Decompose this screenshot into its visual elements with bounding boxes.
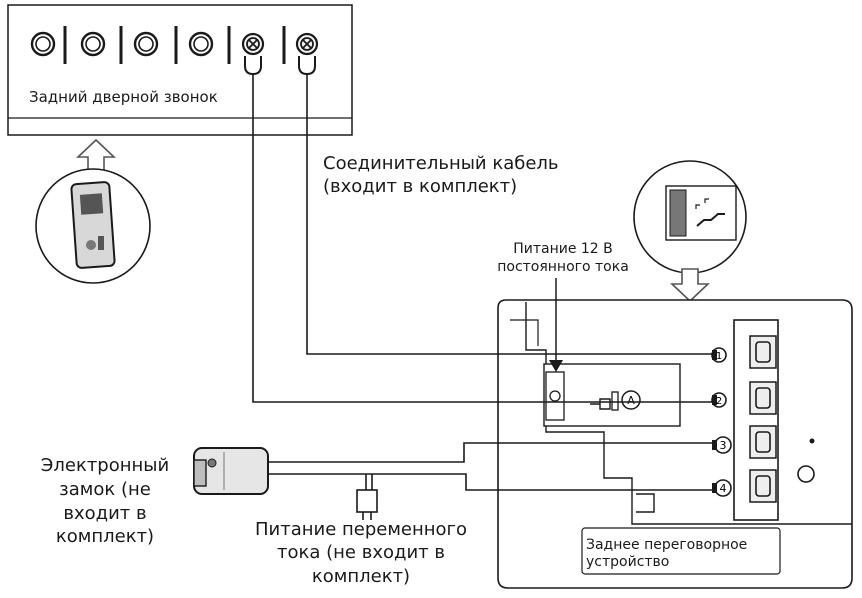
intercom-thumbnail [633, 160, 747, 274]
screw-terminal-right [295, 32, 319, 56]
intercom-terminal-3 [712, 436, 732, 454]
down-arrow-icon [669, 268, 711, 303]
electronic-lock [193, 447, 269, 495]
marker-a-letter: A [627, 394, 635, 407]
rear-intercom-unit [497, 299, 853, 589]
ac-power-plug [356, 489, 378, 520]
door-bell-unit [7, 4, 353, 136]
ac-power-label: Питание переменного тока (не входит в ко… [254, 519, 468, 587]
terminal-2-number: 2 [716, 396, 722, 407]
screw-terminal-left [241, 32, 265, 56]
terminal-3-number: 3 [720, 439, 727, 452]
connecting-cable-label: Соединительный кабель (входит в комплект… [323, 153, 559, 198]
rear-intercom-label: Заднее переговорное устройство [586, 537, 748, 570]
connecting-cable [252, 74, 712, 403]
doorbell-thumbnail [35, 168, 151, 284]
terminal-slot [188, 31, 214, 57]
door-bell-label: Задний дверной звонок [29, 88, 218, 106]
terminal-4-number: 4 [720, 482, 727, 495]
up-arrow-icon [75, 138, 117, 173]
intercom-terminal-1 [711, 347, 727, 363]
terminal-slot [30, 31, 56, 57]
intercom-terminal-4 [712, 479, 732, 497]
terminal-slot [133, 31, 159, 57]
intercom-terminal-2 [711, 392, 727, 408]
electronic-lock-label: Электронный замок (не входит в комплект) [40, 455, 170, 548]
dc-power-label: Питание 12 В постоянного тока [497, 241, 629, 275]
dc-power-pointer [549, 278, 563, 372]
terminal-slot [80, 31, 106, 57]
terminal-1-number: 1 [716, 351, 722, 362]
marker-a [621, 390, 641, 410]
